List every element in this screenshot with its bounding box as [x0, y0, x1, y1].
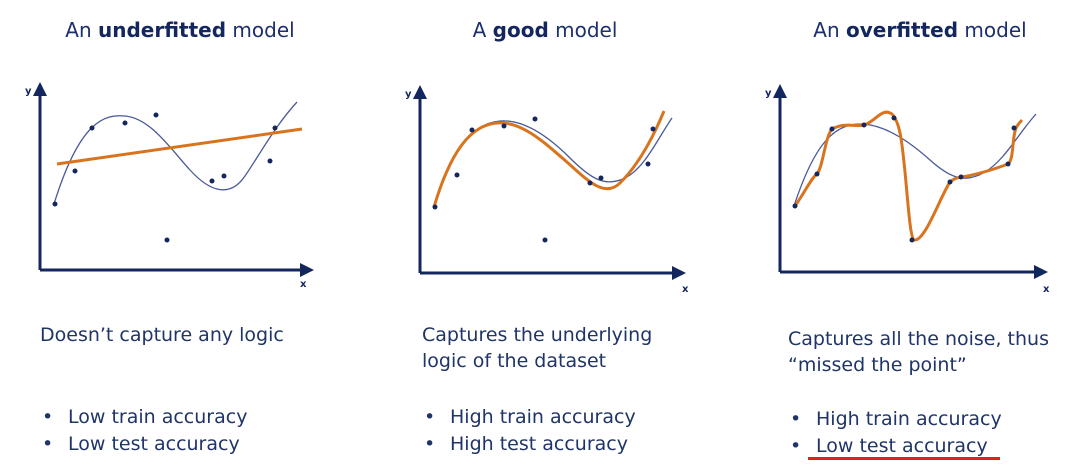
bullet-item: High train accuracy [788, 406, 1002, 433]
data-point [909, 237, 915, 243]
highlight-underline [808, 457, 1000, 460]
data-point [792, 203, 798, 209]
y-axis-label: y [765, 88, 772, 99]
panel-caption: Doesn’t capture any logic [40, 324, 284, 346]
data-point [947, 179, 953, 185]
data-points [792, 115, 1017, 243]
model-fit-curve [432, 110, 666, 208]
panel-overfitted: An overfitted model y x Captures all the… [760, 0, 1085, 474]
panel-caption: Captures all the noise, thus “missed the… [788, 328, 1049, 376]
data-point [542, 237, 548, 243]
data-point [587, 180, 593, 186]
data-point [645, 161, 651, 167]
data-point [891, 115, 897, 121]
true-curve [793, 113, 1037, 207]
x-axis-arrow [1034, 265, 1048, 279]
panel-underfitted: An underfitted model y x Doesn’t capture… [20, 0, 340, 474]
data-point [122, 120, 128, 126]
data-point [598, 175, 604, 181]
data-point [89, 125, 95, 131]
panel-title: A good model [472, 18, 618, 42]
data-point [72, 168, 78, 174]
bullet-item: Low test accuracy [40, 431, 247, 458]
y-axis-label: y [405, 89, 412, 100]
data-point [650, 126, 656, 132]
plot-underfitted: y x [25, 82, 314, 290]
data-point [164, 237, 170, 243]
data-points [432, 116, 656, 243]
panel-caption: Captures the underlying logic of the dat… [422, 324, 653, 372]
model-fit-curve [793, 110, 1024, 242]
bullet-item: Low test accuracy [788, 433, 1002, 460]
data-point [1005, 161, 1011, 167]
bullet-list: High train accuracy Low test accuracy [788, 406, 1002, 460]
plot-good: y x [405, 85, 689, 295]
y-axis-arrow [33, 82, 47, 96]
bullet-item: Low train accuracy [40, 404, 247, 431]
y-axis-label: y [25, 86, 32, 97]
true-curve [53, 101, 298, 205]
bullet-list: Low train accuracy Low test accuracy [40, 404, 247, 458]
x-axis-label: x [300, 279, 307, 290]
plot-axes [38, 92, 305, 272]
plot-axes [418, 95, 677, 275]
x-axis-label: x [682, 284, 689, 295]
panel-title: An underfitted model [65, 18, 295, 42]
data-point [1011, 125, 1017, 131]
y-axis-arrow [413, 85, 427, 99]
bullet-item: High train accuracy [422, 404, 636, 431]
data-point [829, 126, 835, 132]
panel-title: An overfitted model [813, 18, 1027, 42]
data-point [814, 171, 820, 177]
data-point [532, 116, 538, 122]
plot-overfitted: y x [765, 84, 1050, 295]
panel-good: A good model y x Captures the underlying… [400, 0, 720, 474]
x-axis-label: x [1043, 284, 1050, 295]
data-point [153, 112, 159, 118]
plot-axes [778, 94, 1039, 274]
underfit-line [56, 127, 303, 166]
data-point [861, 122, 867, 128]
data-points [52, 112, 278, 243]
data-point [958, 174, 964, 180]
x-axis-arrow [672, 266, 686, 280]
data-point [221, 173, 227, 179]
data-point [469, 127, 475, 133]
data-point [272, 125, 278, 131]
bullet-list: High train accuracy High test accuracy [422, 404, 636, 458]
bullet-item: High test accuracy [422, 431, 636, 458]
x-axis-arrow [300, 263, 314, 277]
data-point [432, 204, 438, 210]
data-point [454, 172, 460, 178]
data-point [52, 201, 58, 207]
data-point [267, 158, 273, 164]
data-point [501, 123, 507, 129]
y-axis-arrow [773, 84, 787, 98]
data-point [209, 178, 215, 184]
